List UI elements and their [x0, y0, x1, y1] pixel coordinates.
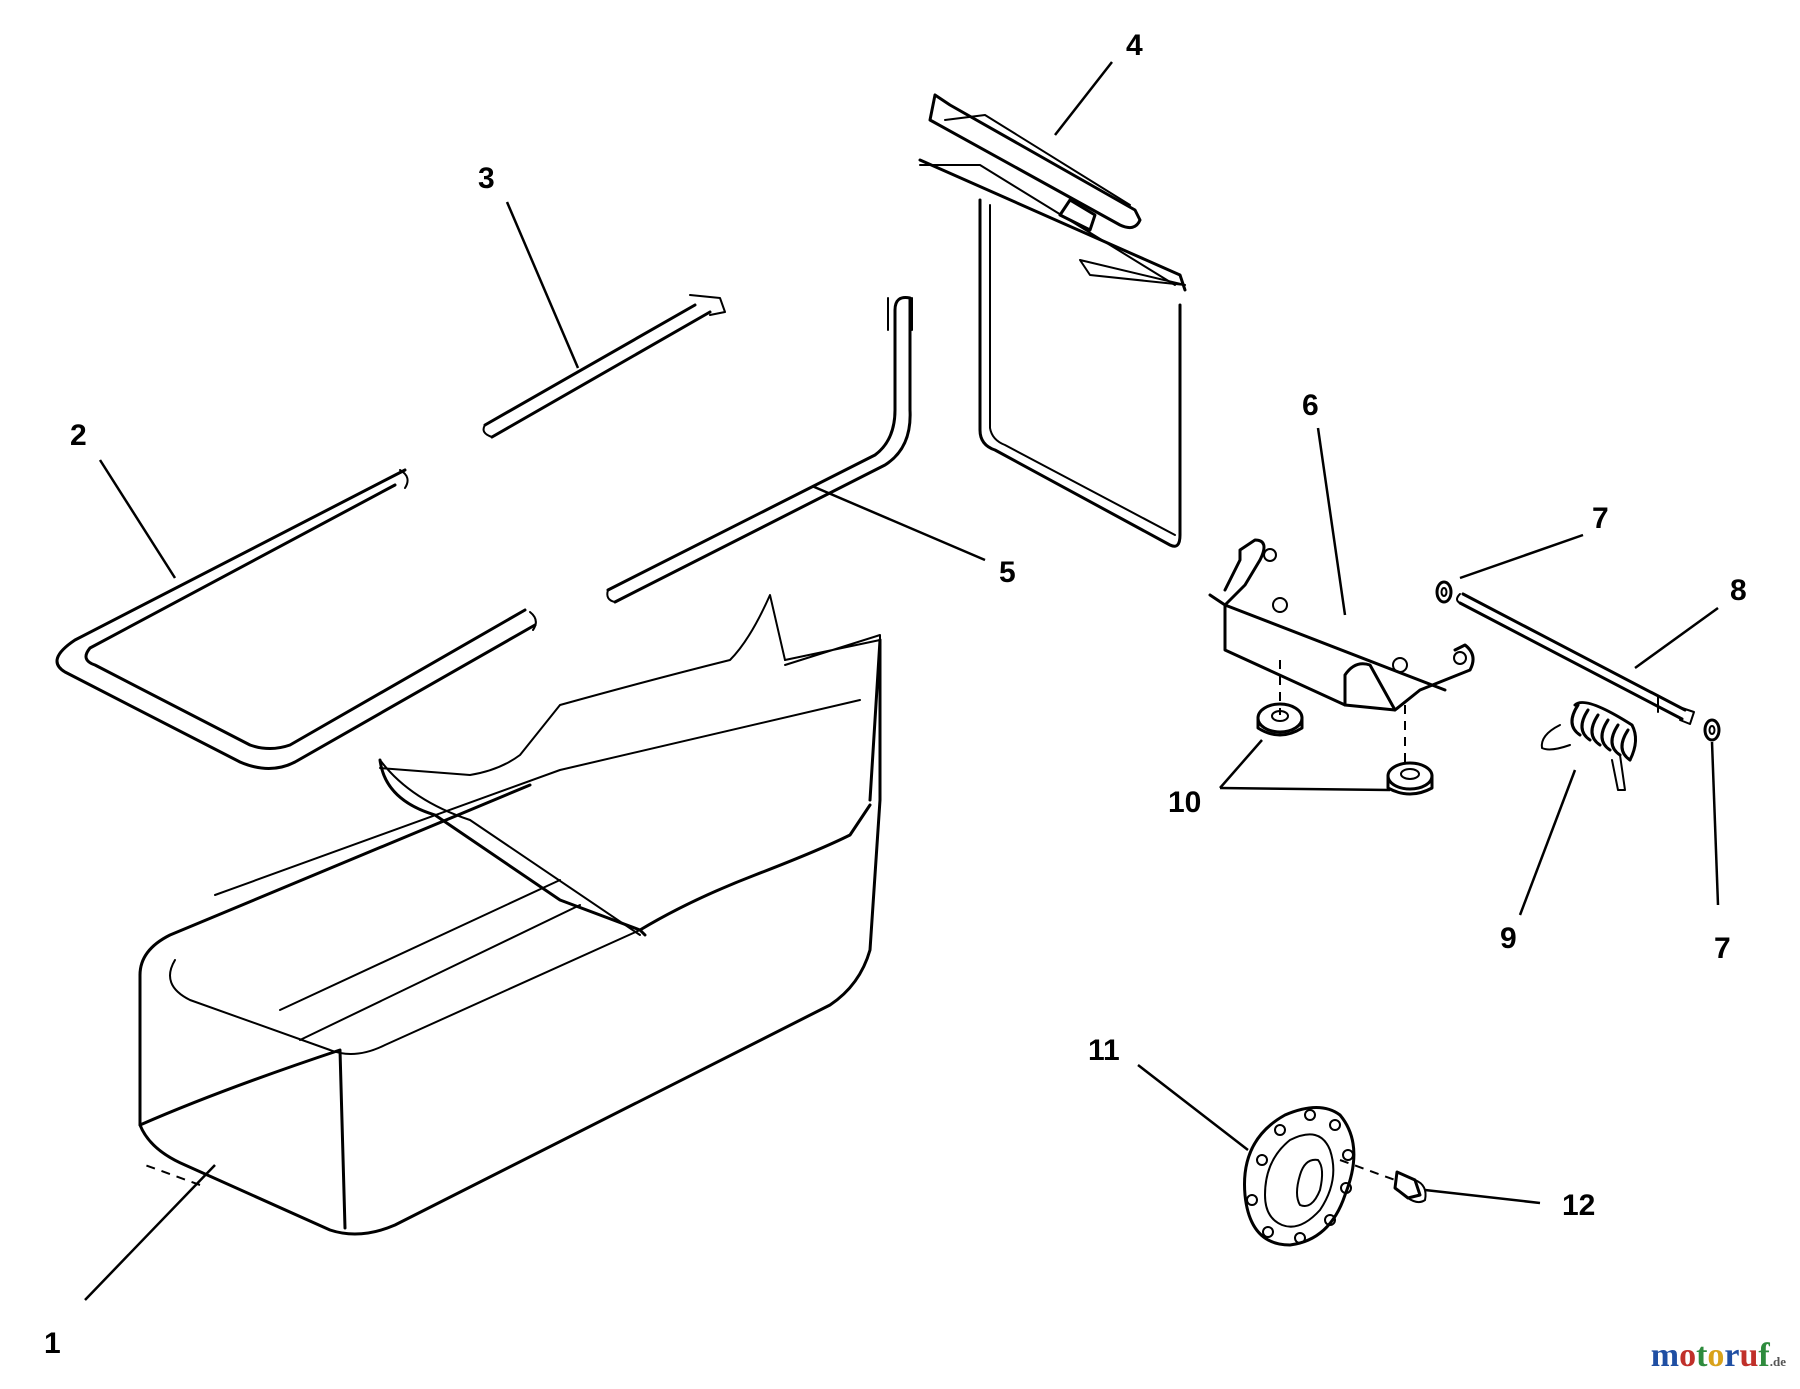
torsion-spring	[1540, 701, 1637, 791]
callout-10: 10	[1168, 786, 1201, 819]
callout-numbers: 1 2 3 4 5 6 7 7 8 9 10 11 12	[44, 29, 1747, 1360]
washers	[1435, 580, 1721, 742]
callout-3: 3	[478, 162, 495, 195]
watermark-logo: motoruf.de	[1651, 1337, 1786, 1375]
watermark-letter: m	[1650, 1337, 1680, 1374]
hinge-bracket	[1208, 538, 1475, 765]
callout-7-bottom: 7	[1714, 932, 1731, 965]
watermark-suffix: .de	[1769, 1354, 1786, 1369]
callout-7-top: 7	[1592, 502, 1609, 535]
straight-rod	[482, 294, 726, 439]
watermark-letter: o	[1679, 1337, 1697, 1374]
callout-9: 9	[1500, 922, 1517, 955]
callout-6: 6	[1302, 389, 1319, 422]
watermark-letter: r	[1724, 1337, 1740, 1374]
watermark-letter: u	[1739, 1337, 1759, 1374]
screw	[1393, 1170, 1427, 1204]
leader-lines	[84, 61, 1720, 1301]
callout-1: 1	[44, 1327, 61, 1360]
wheel-flange	[1243, 1106, 1396, 1247]
hinge-pin	[1456, 592, 1695, 725]
watermark-letter: t	[1696, 1337, 1708, 1374]
watermark-letter: f	[1758, 1337, 1770, 1374]
callout-12: 12	[1562, 1189, 1595, 1222]
watermark-letters: motoruf	[1651, 1337, 1770, 1374]
watermark-letter: o	[1707, 1337, 1725, 1374]
callout-11: 11	[1088, 1034, 1120, 1067]
frame-rod	[55, 468, 537, 770]
callout-5: 5	[999, 556, 1016, 589]
l-rod	[606, 296, 913, 604]
bag-frame	[918, 93, 1187, 548]
callout-8: 8	[1730, 574, 1747, 607]
grass-catcher-bag	[138, 594, 882, 1236]
spacers	[1256, 702, 1434, 796]
callout-4: 4	[1126, 29, 1143, 62]
callout-2: 2	[70, 419, 87, 452]
